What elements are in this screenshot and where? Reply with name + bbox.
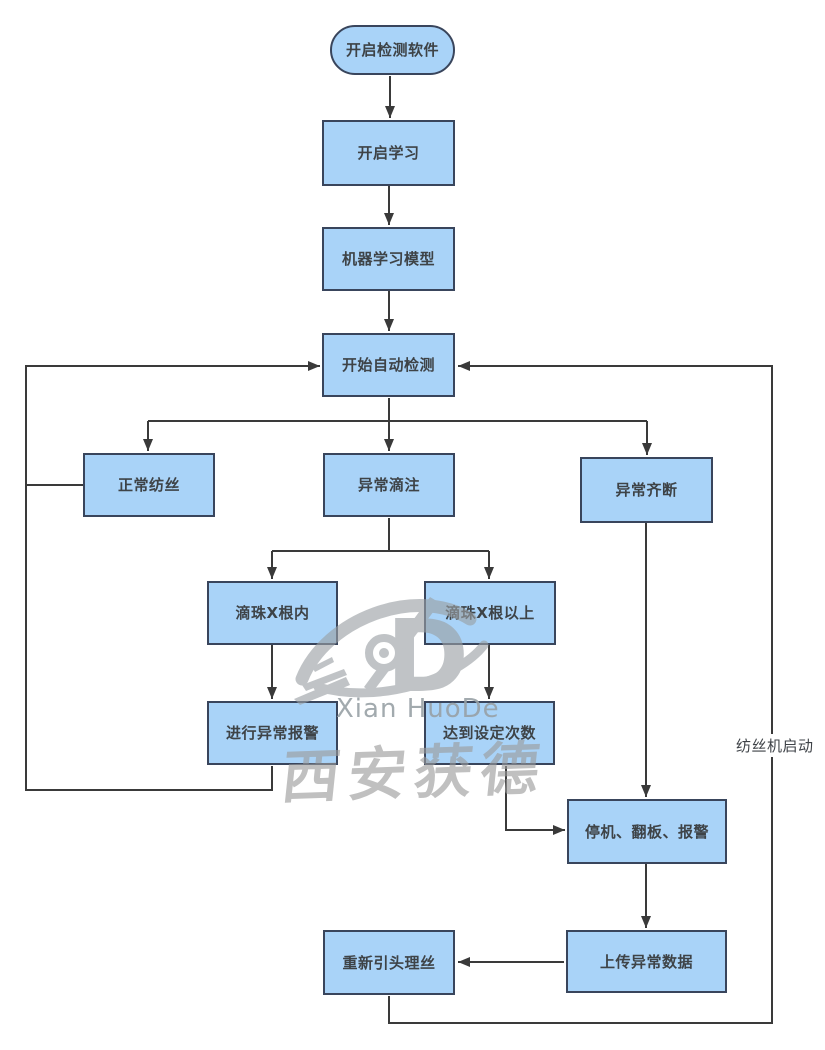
node-drips-within-x: 滴珠X根内 — [207, 581, 338, 645]
edge-label-spinning-machine-start: 纺丝机启动 — [734, 734, 816, 757]
edge-drip-branch-trunk — [272, 518, 489, 552]
edge-rethread-loop-to-detect — [388, 361, 773, 1024]
node-start-auto-detection: 开始自动检测 — [322, 333, 455, 397]
node-start-learning: 开启学习 — [322, 120, 455, 186]
node-stop-flip-alarm: 停机、翻板、报警 — [567, 799, 727, 864]
node-rethread-filaments: 重新引头理丝 — [323, 930, 455, 995]
edge-detect-branch-trunk — [148, 398, 647, 422]
node-reach-set-count: 达到设定次数 — [424, 701, 555, 765]
node-normal-spinning: 正常纺丝 — [83, 453, 215, 517]
node-abnormal-full-break: 异常齐断 — [580, 457, 713, 523]
node-drips-above-x: 滴珠X根以上 — [424, 581, 556, 645]
node-abnormal-dripping: 异常滴注 — [323, 453, 455, 517]
node-upload-abnormal-data: 上传异常数据 — [566, 930, 727, 993]
edge-times-to-stop — [505, 766, 565, 835]
edge-alarm-loop-to-detect — [25, 361, 320, 791]
node-start-detection-software: 开启检测软件 — [330, 25, 455, 75]
node-machine-learning-model: 机器学习模型 — [322, 227, 455, 291]
node-raise-abnormal-alarm: 进行异常报警 — [207, 701, 338, 765]
